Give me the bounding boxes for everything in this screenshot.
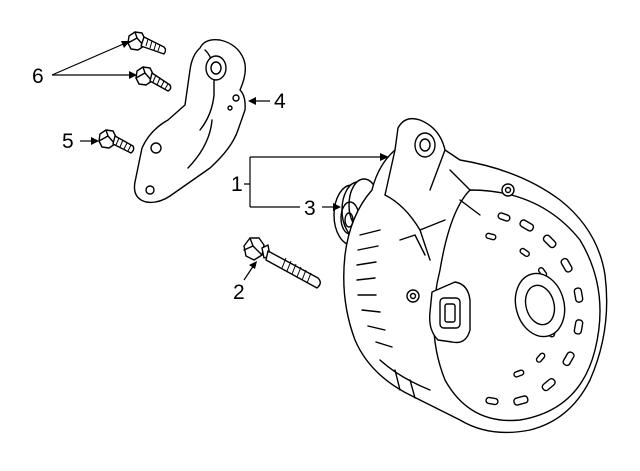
arrow-1: [380, 153, 389, 161]
arrow-6-lower: [129, 71, 137, 79]
flange-bolt-lower: [135, 66, 172, 92]
connector-plug: [428, 281, 471, 344]
leader-2: [243, 264, 255, 281]
leader-6-upper: [51, 41, 129, 76]
leader-1: [244, 156, 384, 208]
arrow-6-upper: [121, 41, 130, 48]
arrow-5: [91, 137, 99, 145]
arrow-3: [333, 203, 341, 211]
callout-6: 6: [32, 65, 44, 88]
flange-bolt-upper: [127, 31, 167, 55]
bracket-bolt: [98, 129, 135, 154]
callout-3: 3: [304, 197, 316, 220]
callout-2: 2: [233, 281, 245, 304]
long-bolt: [243, 237, 321, 289]
mounting-bracket: [133, 38, 247, 204]
callout-4: 4: [274, 90, 286, 113]
arrow-4: [248, 97, 256, 105]
alternator-assembly: [333, 117, 608, 434]
callout-1: 1: [231, 173, 243, 196]
arrow-2: [249, 261, 257, 269]
callout-5: 5: [62, 130, 74, 153]
